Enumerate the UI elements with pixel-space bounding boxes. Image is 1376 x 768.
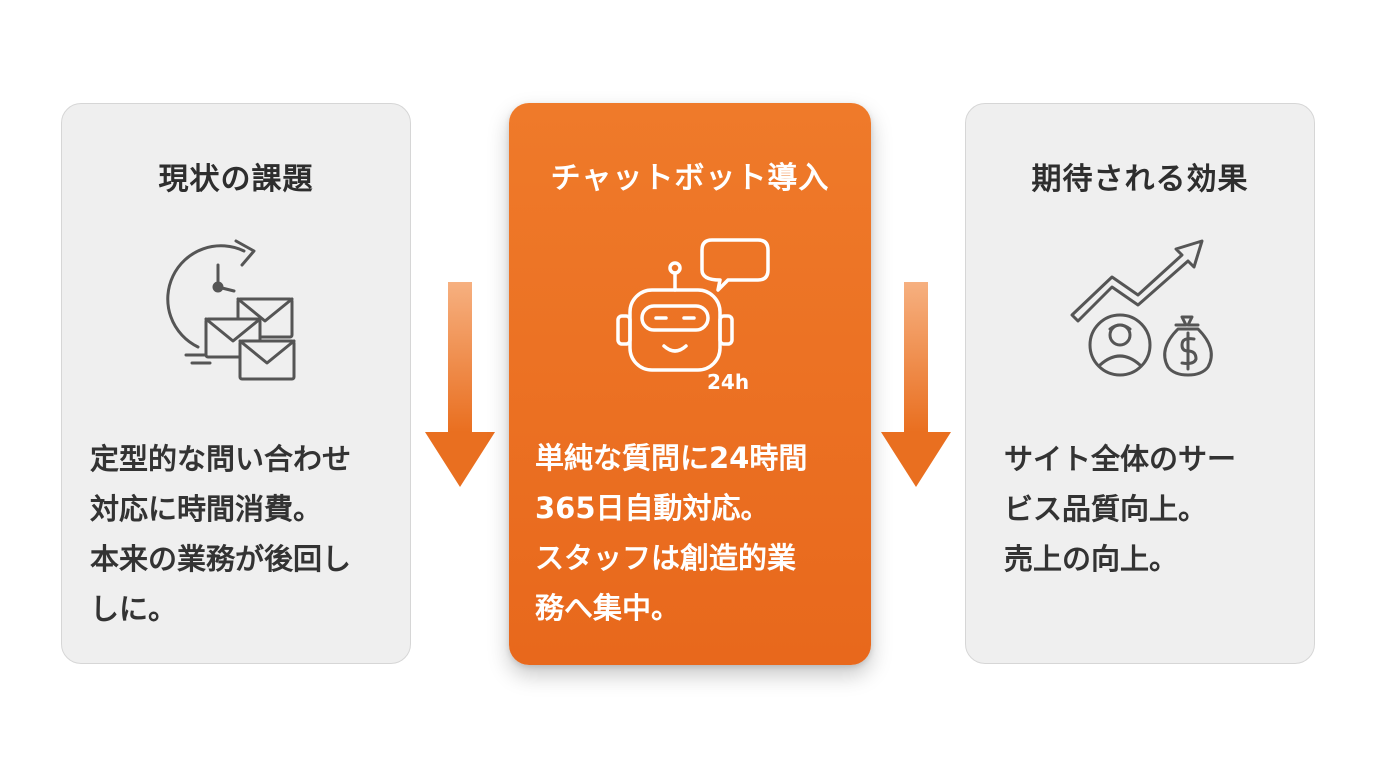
card-title-expected-effects: 期待される効果 [1031, 162, 1249, 197]
card-expected-effects: 期待される効果 サイト全体のサー ビス品質向上。 売上の向上。 [965, 103, 1315, 664]
card-body-current-issues: 定型的な問い合わせ 対応に時間消費。 本来の業務が後回し しに。 [90, 442, 352, 626]
card-body-chatbot-introduction: 単純な質問に24時間 365日自動対応。 スタッフは創造的業 務へ集中。 [535, 441, 808, 625]
card-chatbot-introduction: チャットボット導入 24h 単純な質問に24時間 365日自動対応。 スタッフは… [509, 103, 871, 665]
robot-24h-icon: 24h [509, 228, 871, 394]
growth-icon [966, 229, 1314, 389]
card-body-expected-effects: サイト全体のサー ビス品質向上。 売上の向上。 [1004, 442, 1237, 576]
arrow-down-icon [425, 282, 495, 487]
card-title-current-issues: 現状の課題 [158, 162, 314, 197]
card-title-chatbot-introduction: チャットボット導入 [550, 161, 830, 196]
card-current-issues: 現状の課題 定型的な問い合わせ 対応に時間消費。 本来の業務が後回し しに。 [61, 103, 411, 664]
clock-mail-icon [62, 229, 410, 389]
arrow-down-icon [881, 282, 951, 487]
badge-24h-label: 24h [707, 370, 750, 394]
